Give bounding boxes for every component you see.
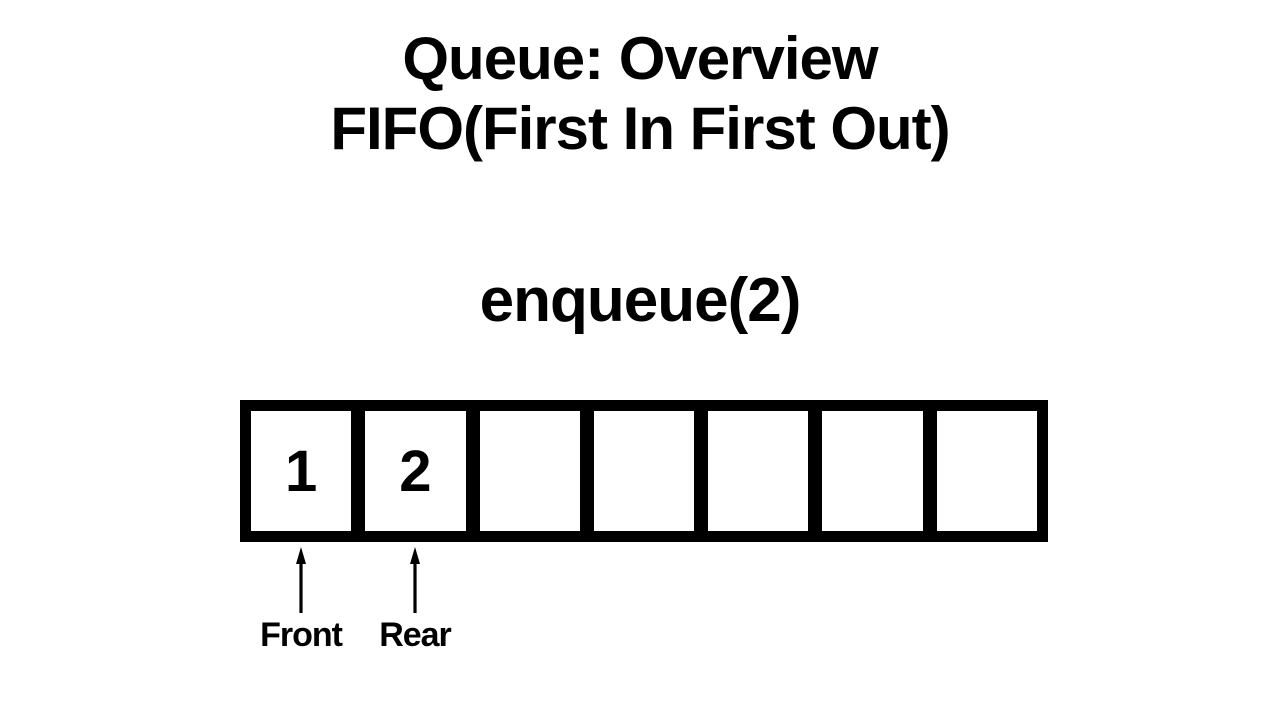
operation-label: enqueue(2) xyxy=(479,266,802,335)
slide-title: Queue: Overview FIFO(First In First Out) xyxy=(0,24,1280,164)
queue-cell-4 xyxy=(708,411,809,531)
queue-cell-5 xyxy=(822,411,923,531)
rear-pointer: Rear xyxy=(335,547,495,655)
up-arrow-icon xyxy=(410,547,420,613)
front-label: Front xyxy=(260,616,343,654)
queue-cell-3 xyxy=(593,411,695,531)
queue-cell-0: 1 xyxy=(251,411,352,531)
title-line-2: FIFO(First In First Out) xyxy=(330,95,950,162)
queue-array: 1 2 xyxy=(240,400,1048,542)
queue-cell-1: 2 xyxy=(365,411,466,531)
rear-label: Rear xyxy=(379,616,452,654)
queue-cell-6 xyxy=(936,411,1037,531)
front-pointer: Front xyxy=(221,547,381,655)
up-arrow-icon xyxy=(296,547,306,613)
title-line-1: Queue: Overview xyxy=(402,25,878,92)
queue-cell-2 xyxy=(479,411,580,531)
